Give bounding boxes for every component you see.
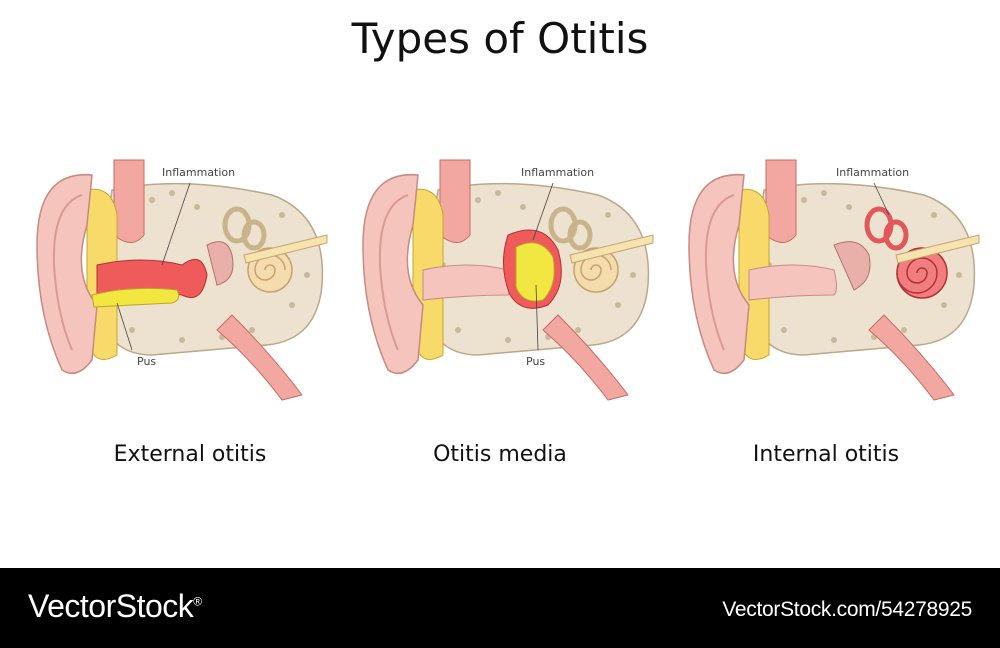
- annotation-inflammation: Inflammation: [162, 166, 235, 179]
- page-title: Types of Otitis: [351, 14, 649, 63]
- annotation-inflammation: Inflammation: [836, 166, 909, 179]
- panel-label-media: Otitis media: [433, 442, 567, 467]
- annotation-pus: Pus: [526, 355, 545, 368]
- brand-name: VectorStock: [28, 588, 194, 624]
- panel-label-external: External otitis: [113, 442, 267, 467]
- image-url: VectorStock.com/54278925: [722, 598, 972, 621]
- ear-diagram-external: Inflammation Pus: [32, 155, 332, 405]
- ear-diagram-internal: Inflammation: [684, 155, 984, 405]
- annotation-inflammation: Inflammation: [521, 166, 594, 179]
- footer-bar: VectorStock® VectorStock.com/54278925: [0, 568, 1000, 648]
- registered-mark: ®: [193, 594, 202, 609]
- brand-logo: VectorStock®: [28, 588, 202, 625]
- annotation-pus: Pus: [137, 355, 156, 368]
- panel-label-internal: Internal otitis: [752, 442, 900, 467]
- ear-diagram-media: Inflammation Pus: [358, 155, 658, 405]
